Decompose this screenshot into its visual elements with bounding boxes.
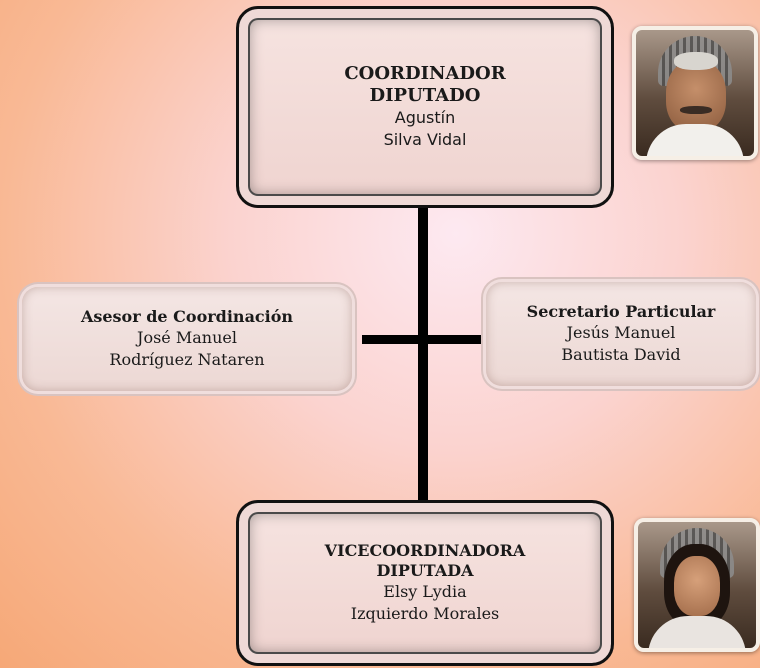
vice-name-line2: Izquierdo Morales <box>350 604 500 623</box>
vice-coordinator-box: VICECOORDINADORA DIPUTADA Elsy Lydia Izq… <box>236 500 614 666</box>
coordinator-box: COORDINADOR DIPUTADO Agustín Silva Vidal <box>236 6 614 208</box>
coordinator-photo <box>632 26 758 160</box>
secretary-name-line2: Bautista David <box>561 345 681 364</box>
secretary-name-line1: Jesús Manuel <box>566 323 676 342</box>
advisor-name-line2: Rodríguez Nataren <box>109 350 265 369</box>
advisor-name-line1: José Manuel <box>137 328 237 347</box>
coordinator-role-line2: DIPUTADO <box>369 85 481 106</box>
vice-role-line1: VICECOORDINADORA <box>324 541 526 560</box>
advisor-role: Asesor de Coordinación <box>80 307 294 326</box>
vice-name-line1: Elsy Lydia <box>383 582 467 601</box>
vertical-connector-top <box>418 205 428 505</box>
coordinator-role-line1: COORDINADOR <box>344 63 506 84</box>
vice-coordinator-photo <box>634 518 760 652</box>
secretary-box: Secretario Particular Jesús Manuel Bauti… <box>486 282 756 386</box>
coordinator-name-line1: Agustín <box>394 108 456 127</box>
vice-role-line2: DIPUTADA <box>376 561 474 580</box>
horizontal-connector <box>362 335 484 344</box>
advisor-box: Asesor de Coordinación José Manuel Rodrí… <box>22 287 352 391</box>
coordinator-name-line2: Silva Vidal <box>383 130 467 149</box>
secretary-role: Secretario Particular <box>526 302 716 321</box>
